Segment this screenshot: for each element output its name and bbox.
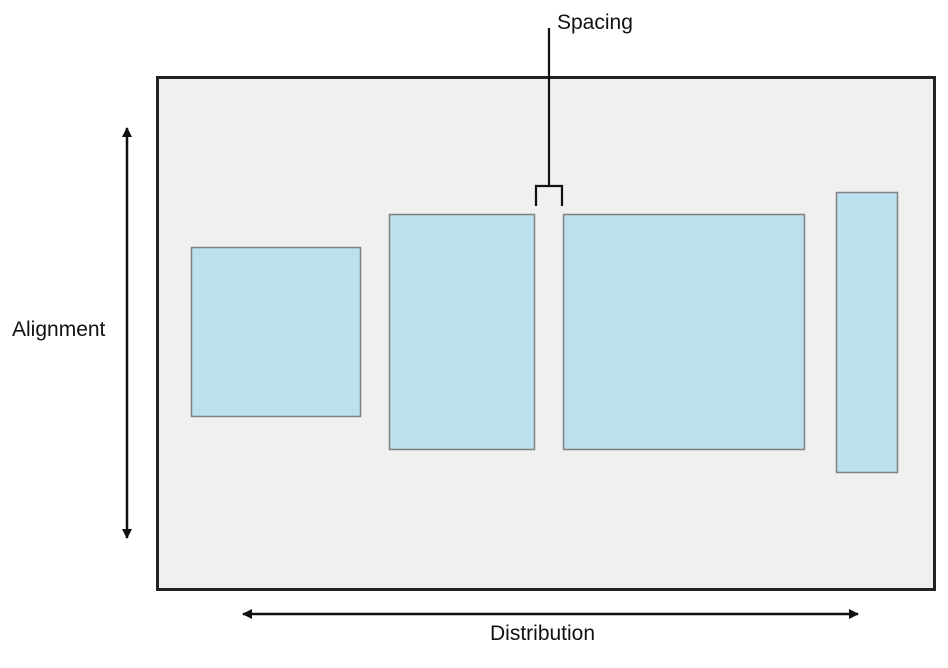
arranged-view-1 — [190, 246, 362, 418]
arranged-view-2 — [388, 213, 536, 451]
distribution-label: Distribution — [490, 622, 596, 645]
spacing-bracket-icon — [534, 28, 564, 206]
spacing-label: Spacing — [557, 11, 633, 34]
arranged-view-4 — [835, 191, 899, 474]
arranged-view-3 — [562, 213, 806, 451]
alignment-label: Alignment — [12, 318, 106, 341]
